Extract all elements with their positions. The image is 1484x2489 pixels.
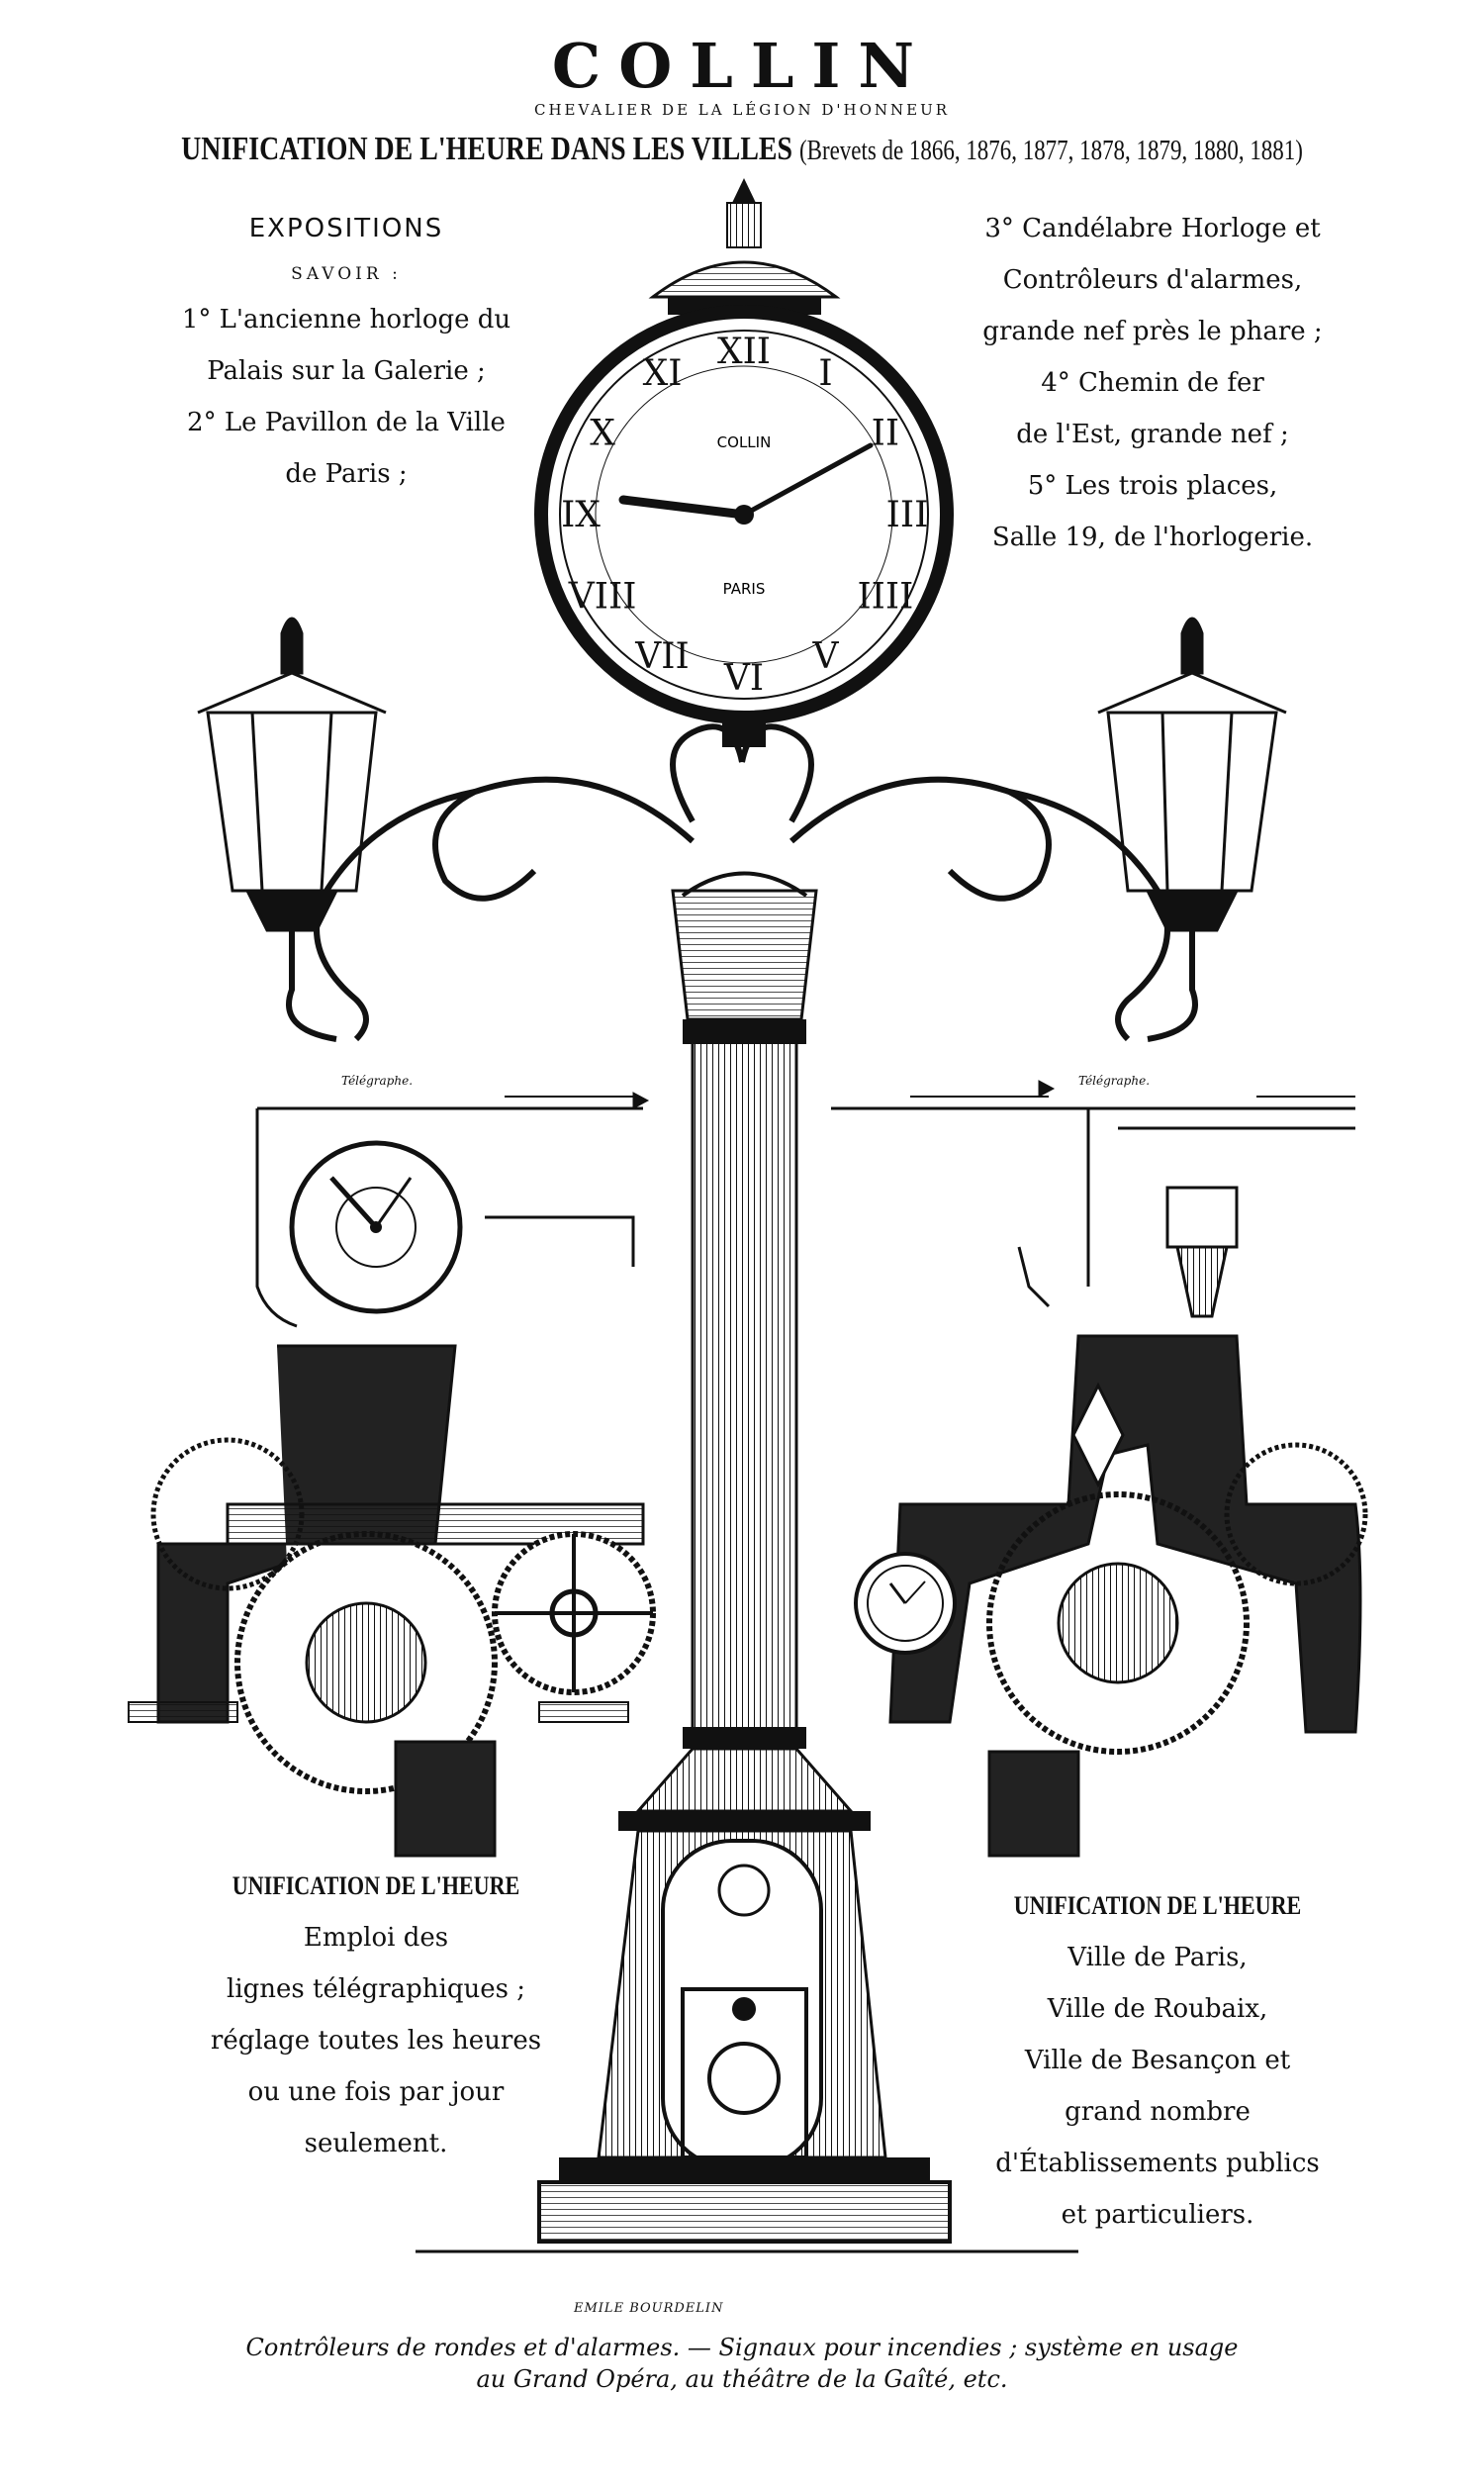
clock-numeral: II [872, 414, 899, 454]
right-lantern [1097, 617, 1287, 1042]
headline-patents: (Brevets de 1866, 1876, 1877, 1878, 1879… [798, 136, 1303, 166]
expo-right-line: 5° Les trois places, [1027, 471, 1278, 501]
clock-numeral: VIII [568, 577, 637, 618]
left-lantern [197, 617, 387, 1042]
clock-numeral: XII [717, 332, 771, 372]
expositions-right-column: 3° Candélabre Horloge et Contrôleurs d'a… [955, 203, 1350, 563]
expo-right-line: 4° Chemin de fer [1041, 368, 1264, 398]
brand-title: COLLIN [551, 30, 933, 102]
hour-hand [618, 495, 749, 520]
headline-main: UNIFICATION DE L'HEURE DANS LES VILLES [181, 131, 793, 167]
expo-left-line: Palais sur la Galerie ; [207, 356, 486, 386]
left-clockwork-mechanism [128, 1092, 656, 1858]
brand-subtitle: CHEVALIER DE LA LÉGION D'HONNEUR [533, 101, 951, 119]
lower-right-line: Ville de Besançon et [1024, 2046, 1291, 2075]
expo-right-line: grande nef près le phare ; [982, 317, 1323, 346]
minute-hand [741, 442, 874, 518]
clock-numeral: X [590, 414, 615, 454]
lower-left-line: réglage toutes les heures [210, 2026, 542, 2056]
expo-left-line: 1° L'ancienne horloge du [181, 305, 511, 335]
clock-city-label: PARIS [723, 580, 766, 598]
lower-left-line: ou une fois par jour [247, 2077, 505, 2107]
footer-line-1: Contrôleurs de rondes et d'alarmes. — Si… [245, 2334, 1239, 2361]
clock-numeral: IIII [857, 577, 913, 618]
expo-right-line: Salle 19, de l'horlogerie. [991, 523, 1314, 552]
expo-left-line: 2° Le Pavillon de la Ville [187, 408, 506, 437]
lower-left-line: Emploi des [303, 1923, 449, 1953]
clock-numeral: IX [561, 495, 601, 535]
clock-numeral: VI [723, 658, 764, 699]
clock-maker-label: COLLIN [717, 433, 772, 451]
telegraph-label-right: Télégraphe. [1078, 1074, 1151, 1088]
clock-numeral: I [818, 353, 832, 394]
expo-right-line: Contrôleurs d'alarmes, [1002, 265, 1303, 295]
expositions-title: EXPOSITIONS [248, 214, 444, 243]
column-capital [671, 871, 818, 1021]
lower-left-title: UNIFICATION DE L'HEURE [232, 1871, 520, 1900]
clock-numeral: XI [643, 353, 683, 394]
lower-right-title: UNIFICATION DE L'HEURE [1013, 1891, 1302, 1920]
footer-line-2: au Grand Opéra, au théâtre de la Gaîté, … [476, 2365, 1008, 2393]
engraver-signature: EMILE BOURDELIN [574, 2301, 724, 2316]
clock-numeral: VII [634, 636, 689, 677]
expositions-left-column: EXPOSITIONS SAVOIR : 1° L'ancienne horlo… [129, 203, 564, 500]
expositions-savoir: SAVOIR : [291, 264, 402, 284]
expo-left-line: de Paris ; [285, 459, 408, 489]
headline: UNIFICATION DE L'HEURE DANS LES VILLES (… [134, 131, 1350, 168]
lower-left-block: UNIFICATION DE L'HEURE Emploi des lignes… [148, 1861, 603, 2169]
clock-crown [648, 178, 841, 315]
expo-right-line: de l'Est, grande nef ; [1016, 420, 1289, 449]
telegraph-label-left: Télégraphe. [341, 1074, 414, 1088]
right-clockwork-mechanism [831, 1080, 1368, 1858]
lower-right-line: Ville de Roubaix, [1047, 1994, 1268, 2024]
column-shaft [683, 1019, 806, 1749]
expo-right-line: 3° Candélabre Horloge et [984, 214, 1321, 243]
lower-right-line: et particuliers. [1061, 2200, 1254, 2230]
lower-right-line: d'Établissements publics [995, 2149, 1320, 2178]
lower-left-line: seulement. [304, 2129, 448, 2158]
footer-caption: Contrôleurs de rondes et d'alarmes. — Si… [0, 2332, 1484, 2395]
lower-left-line: lignes télégraphiques ; [227, 1974, 525, 2004]
left-mechanism-dial [370, 1221, 382, 1233]
lower-right-line: grand nombre [1065, 2097, 1251, 2127]
column-base [416, 1747, 1078, 2253]
clock-numeral: V [812, 636, 840, 677]
lower-right-block: UNIFICATION DE L'HEURE Ville de Paris, V… [950, 1880, 1365, 2241]
lower-right-line: Ville de Paris, [1067, 1943, 1248, 1972]
clock-numeral: III [886, 495, 929, 535]
